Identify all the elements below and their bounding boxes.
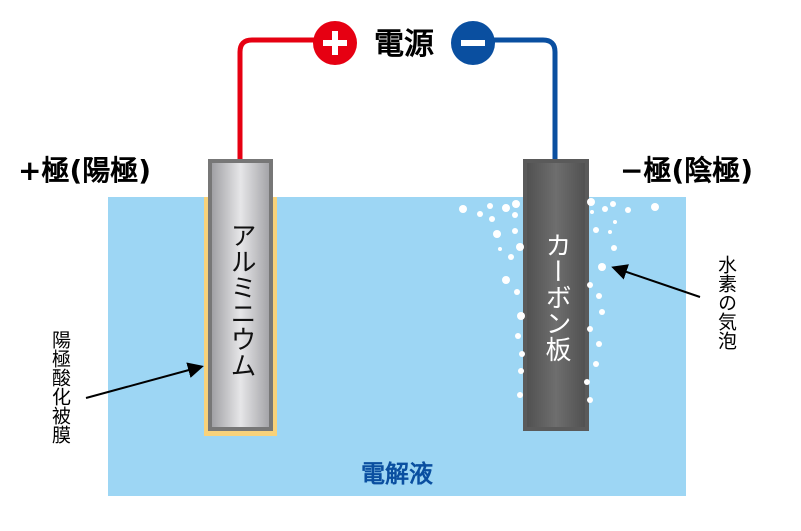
bubble	[487, 203, 493, 209]
anode-label: +極(陽極)	[18, 154, 151, 187]
minus-terminal-icon	[451, 21, 495, 65]
bubble	[514, 289, 520, 295]
bubble	[587, 198, 595, 206]
bubble	[599, 309, 605, 315]
bubble	[593, 227, 599, 233]
bubble	[590, 210, 594, 214]
aluminum-label: アルミニウム	[226, 222, 256, 378]
bubble	[459, 205, 467, 213]
bubble	[602, 206, 608, 212]
bubble	[613, 220, 617, 224]
bubble	[493, 230, 501, 238]
bubble	[516, 243, 524, 251]
bubble	[587, 397, 593, 403]
bubbles-arrow	[611, 264, 701, 298]
bubble	[598, 263, 606, 271]
coating-label: 陽極酸化被膜	[49, 330, 71, 444]
bubble	[518, 368, 524, 374]
bubble	[596, 341, 602, 347]
bubble	[502, 276, 510, 284]
bubble	[489, 216, 495, 222]
negative-wire	[494, 37, 558, 159]
bubble	[512, 228, 518, 234]
aluminum-electrode	[208, 159, 273, 431]
bubble	[587, 326, 593, 332]
coating-arrow	[85, 362, 204, 399]
bubble	[477, 211, 483, 217]
bubble	[512, 212, 518, 218]
bubble	[519, 351, 525, 357]
bubble	[596, 293, 602, 299]
bubble	[502, 204, 510, 212]
bubble	[498, 247, 502, 251]
bubble	[610, 201, 616, 207]
bubble	[625, 207, 631, 213]
bubble	[584, 379, 590, 385]
carbon-electrode	[523, 159, 589, 431]
bubble	[515, 333, 521, 339]
bubble	[517, 312, 525, 320]
cathode-label: −極(陰極)	[620, 154, 753, 187]
positive-wire	[237, 37, 314, 159]
bubbles-label: 水素の気泡	[715, 255, 737, 350]
bubble	[587, 282, 593, 288]
bubble	[508, 254, 514, 260]
power-source-label: 電源	[374, 27, 434, 62]
bubble	[517, 392, 523, 398]
bubble	[611, 245, 617, 251]
electrolyte-label: 電解液	[361, 460, 433, 488]
bubble	[593, 361, 599, 367]
bubble	[608, 230, 612, 234]
hydrogen-bubbles	[459, 198, 659, 403]
bubble	[512, 200, 520, 208]
bubble	[651, 203, 659, 211]
plus-terminal-icon	[313, 21, 357, 65]
carbon-label: カーボン板	[541, 232, 571, 362]
